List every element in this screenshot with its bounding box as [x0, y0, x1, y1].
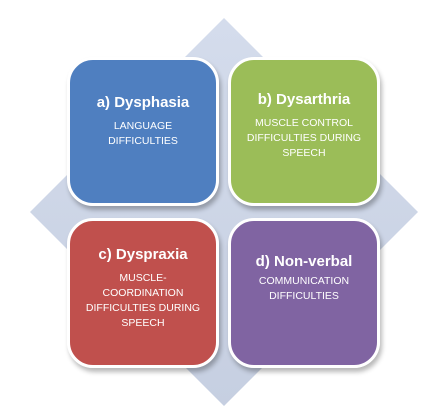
text-line: MUSCLE- — [119, 271, 167, 284]
text-line: DIFFICULTIES — [108, 135, 178, 147]
box-dysphasia: a) Dysphasia LANGUAGE DIFFICULTIES — [67, 57, 219, 206]
box-non-verbal: d) Non-verbal COMMUNICATION DIFFICULTIES — [228, 218, 380, 368]
text-line: COMMUNICATION — [258, 274, 350, 287]
text-line: COORDINATION — [102, 286, 184, 299]
box-dysphasia-text: LANGUAGE DIFFICULTIES — [108, 119, 178, 149]
box-dysphasia-heading: a) Dysphasia — [96, 94, 190, 111]
box-non-verbal-text: COMMUNICATION DIFFICULTIES — [259, 274, 349, 304]
text-line: SPEECH — [121, 316, 165, 329]
box-dyspraxia: c) Dyspraxia MUSCLE- COORDINATION DIFFIC… — [67, 218, 219, 368]
box-non-verbal-heading: d) Non-verbal — [255, 252, 353, 270]
text-line: LANGUAGE — [113, 120, 173, 132]
text-line: MUSCLE CONTROL — [254, 116, 353, 129]
text-line: DIFFICULTIES DURING — [85, 301, 201, 314]
box-dysarthria-heading: b) Dysarthria — [257, 90, 351, 108]
text-line: DIFFICULTIES — [269, 289, 339, 302]
text-line: DIFFICULTIES DURING — [246, 131, 362, 144]
box-dyspraxia-heading: c) Dyspraxia — [98, 245, 188, 263]
box-dyspraxia-text: MUSCLE- COORDINATION DIFFICULTIES DURING… — [86, 271, 200, 331]
text-line: SPEECH — [282, 146, 326, 159]
box-dysarthria-text: MUSCLE CONTROL DIFFICULTIES DURING SPEEC… — [247, 116, 361, 161]
box-dysarthria: b) Dysarthria MUSCLE CONTROL DIFFICULTIE… — [228, 57, 380, 206]
